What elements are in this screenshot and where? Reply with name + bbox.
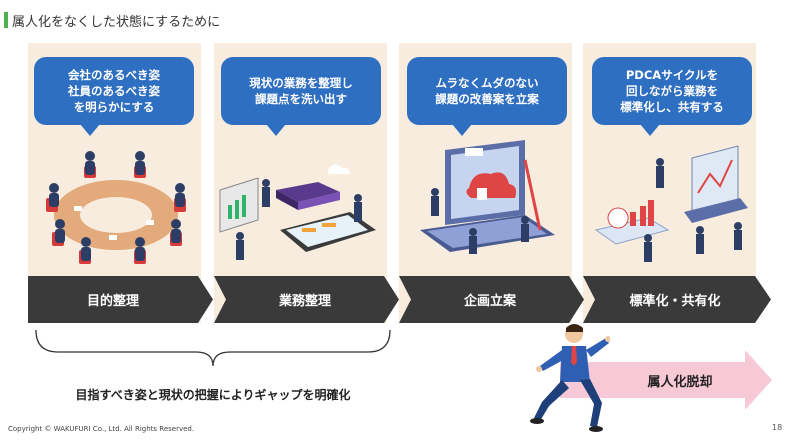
title-accent-bar	[4, 12, 8, 28]
summary-text: 目指すべき姿と現状の把握によりギャップを明確化	[75, 388, 351, 402]
step-2-label: 業務整理	[278, 294, 331, 309]
step-3-label: 企画立案	[463, 294, 516, 309]
step-4-label: 標準化・共有化	[629, 294, 721, 309]
step-2-bubble: 現状の業務を整理し 課題点を洗い出す	[221, 57, 381, 125]
step-2-bubble-tail	[266, 124, 286, 136]
step-1-bubble-tail	[80, 124, 100, 136]
step-2-arrow	[214, 276, 399, 323]
step-4-bubble: PDCAサイクルを 回しながら業務を 標準化し、共有する	[592, 57, 752, 125]
meeting-table-illustration	[46, 151, 186, 264]
page-number: 18	[772, 423, 783, 432]
step-1-bubble: 会社のあるべき姿 社員のあるべき姿 を明らかにする	[34, 57, 194, 125]
step-3-bubble-tail	[452, 124, 472, 136]
step-4-arrow	[583, 276, 771, 323]
step-4-bubble-tail	[640, 124, 660, 136]
step-3-arrow	[399, 276, 584, 323]
step-3-bubble: ムラなくムダのない 課題の改善案を立案	[407, 57, 567, 125]
goal-label: 属人化脱却	[647, 374, 713, 390]
page-title: 属人化をなくした状態にするために	[12, 15, 221, 30]
tablet-analysis-illustration	[219, 164, 376, 260]
running-businessman-icon	[530, 324, 610, 432]
laptop-cloud-illustration	[420, 140, 555, 254]
goal-arrow	[560, 350, 772, 410]
step-1-arrow	[28, 276, 213, 323]
summary-brace	[35, 329, 391, 367]
copyright: Copyright © WAKUFURI Co., Ltd. All Right…	[8, 425, 195, 433]
step-1-label: 目的整理	[86, 294, 139, 309]
laptop-charts-illustration	[594, 145, 748, 262]
